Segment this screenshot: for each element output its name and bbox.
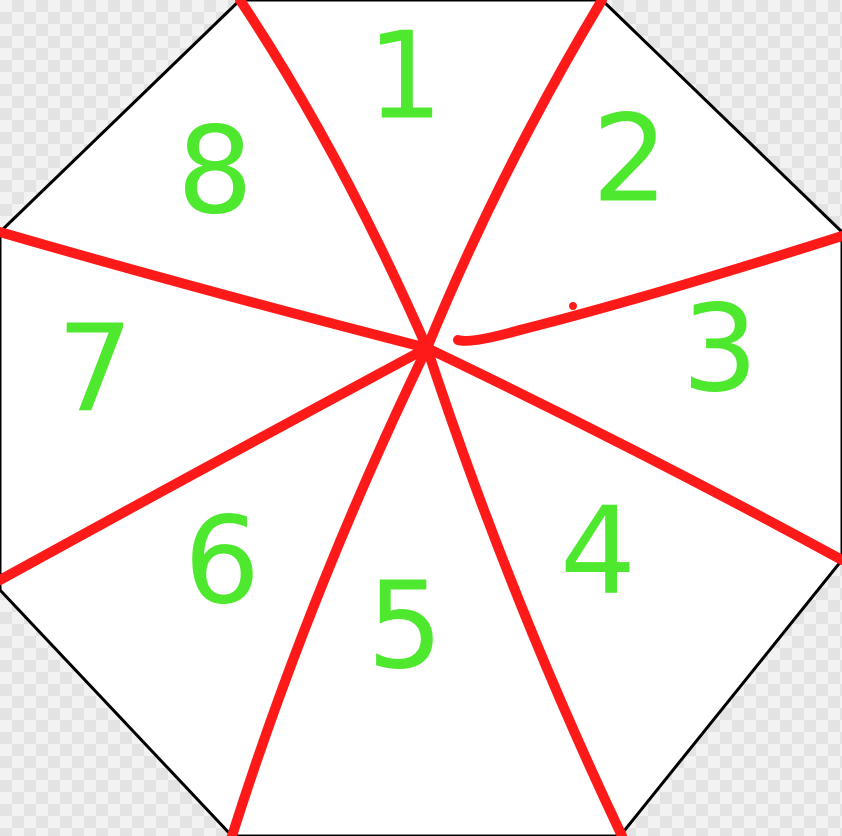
sector-label-3: 3 <box>682 281 758 420</box>
stray-dot <box>569 302 577 310</box>
sector-label-7: 7 <box>57 301 133 440</box>
sector-label-6: 6 <box>184 493 260 632</box>
divider-line-left-lower <box>0 343 432 585</box>
divider-line-bottom-left <box>227 343 432 836</box>
sector-label-1: 1 <box>367 8 443 147</box>
divider-line-left-upper <box>0 227 432 353</box>
divider-line-right-lower <box>422 343 842 565</box>
divider-line-bottom-right <box>422 343 627 836</box>
sector-label-2: 2 <box>592 91 668 230</box>
sector-labels: 1 2 3 4 5 6 7 8 <box>57 8 758 697</box>
sector-label-8: 8 <box>177 103 253 242</box>
sector-label-5: 5 <box>367 558 443 697</box>
sector-label-4: 4 <box>560 483 636 622</box>
divider-line-top-left <box>235 0 432 353</box>
divider-line-top-right <box>422 0 607 353</box>
divider-line-right-upper <box>453 231 842 346</box>
